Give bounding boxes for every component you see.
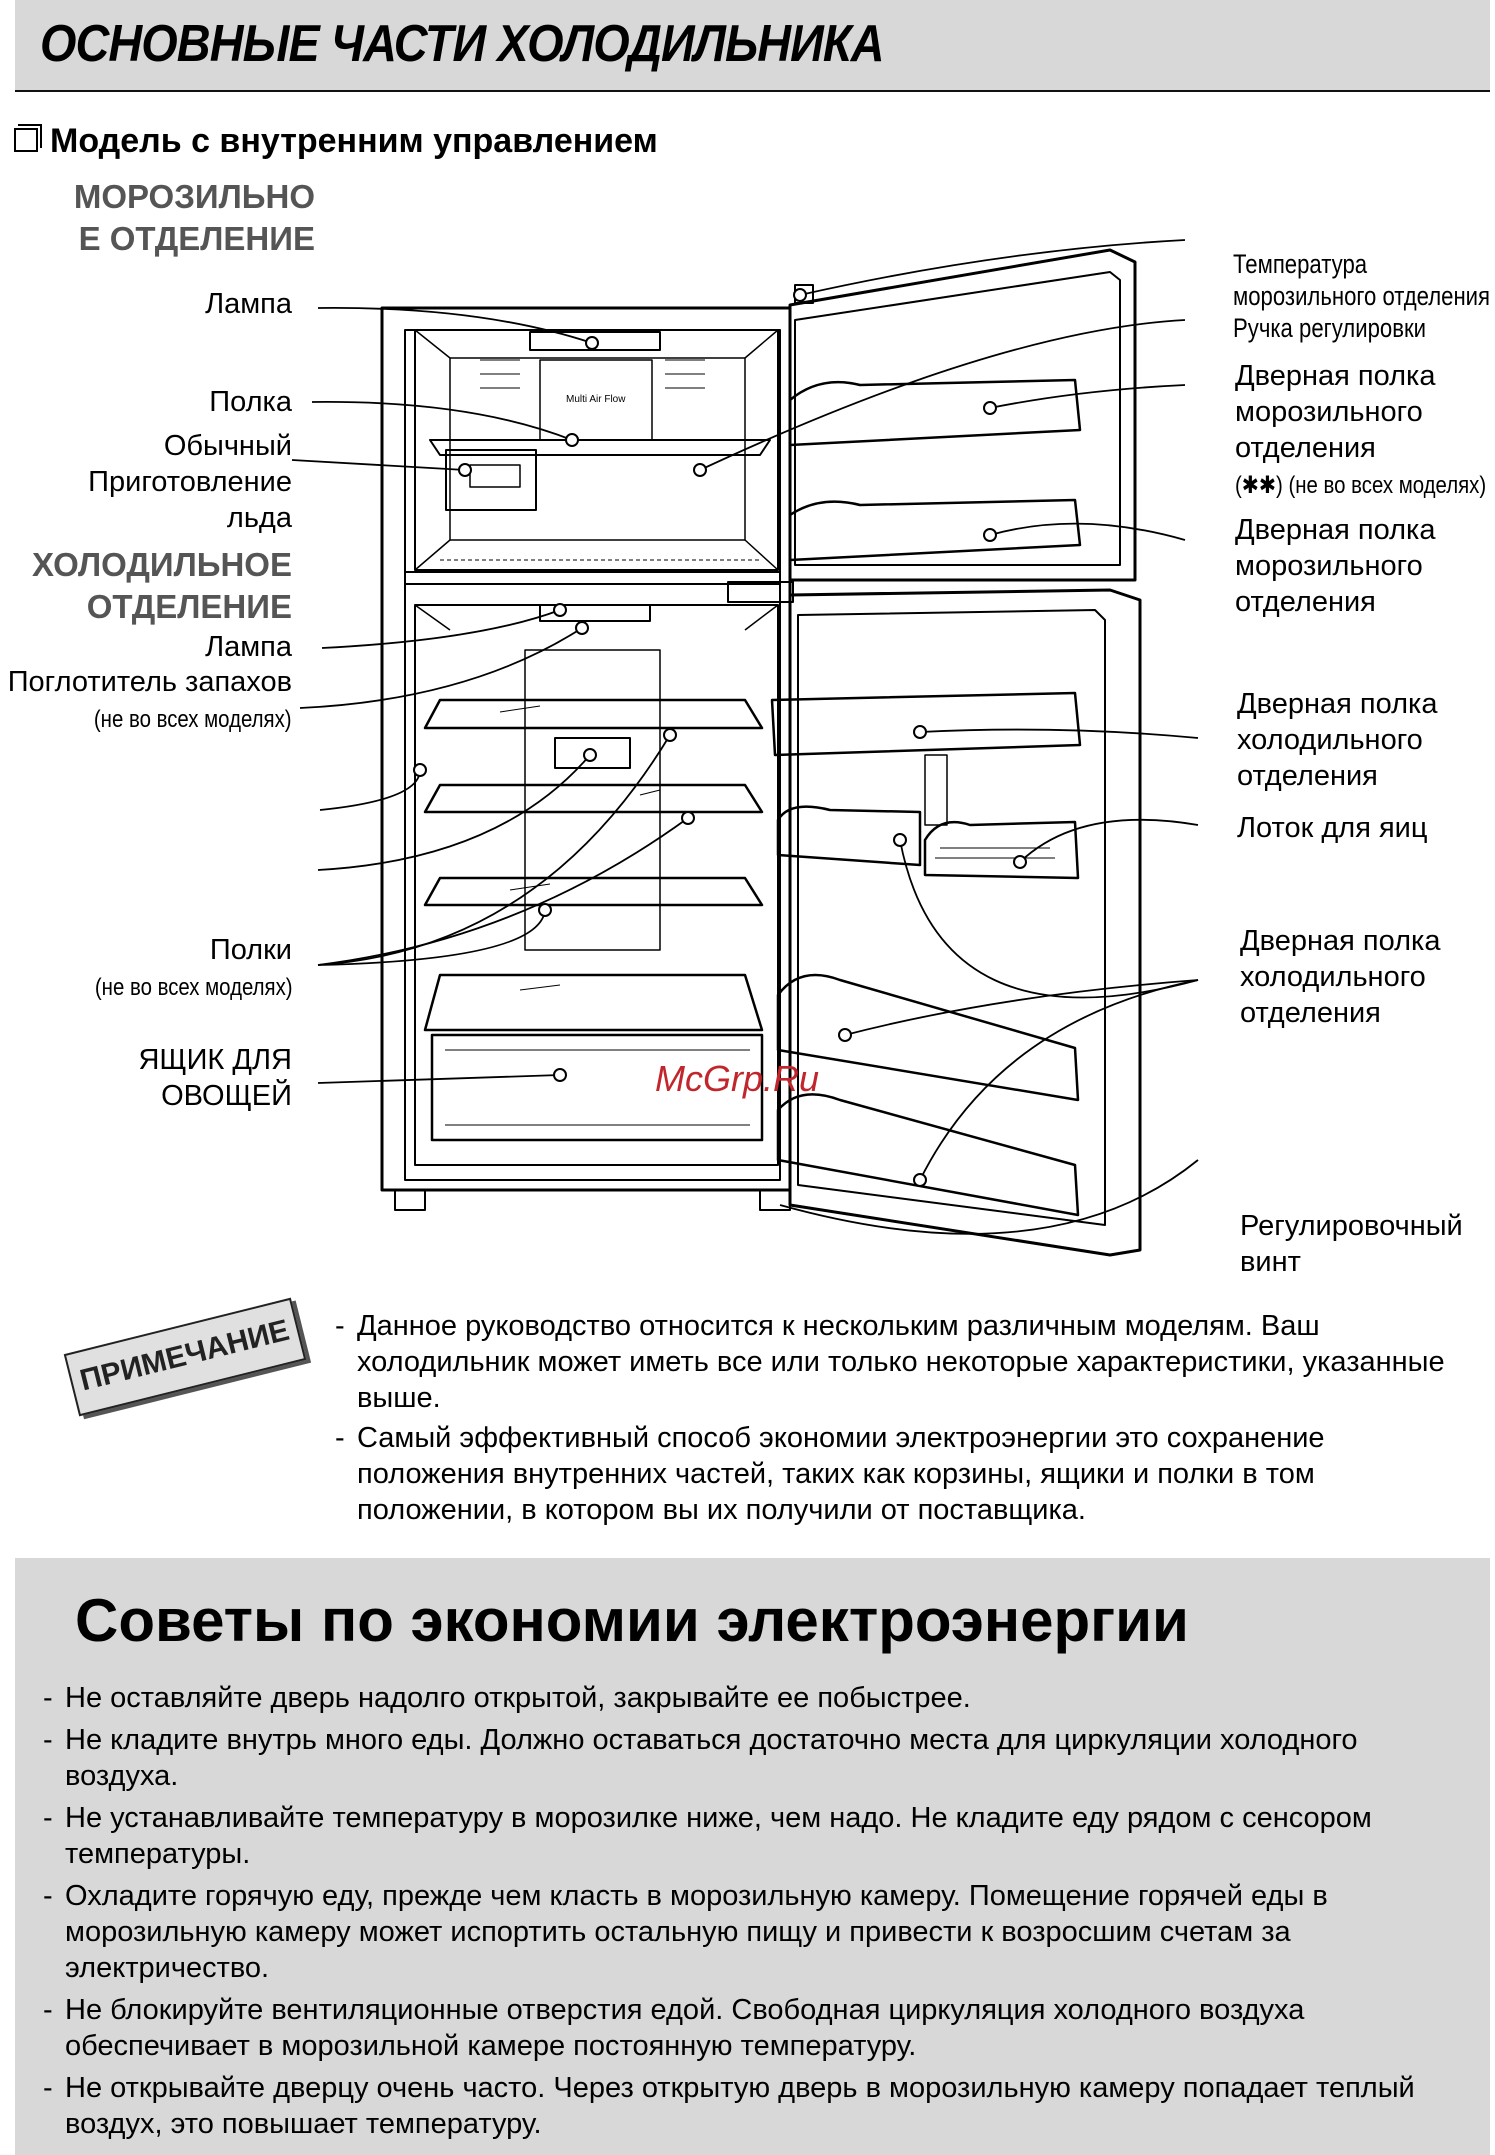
temperature-line-3: Ручка регулировки (1233, 313, 1427, 343)
ice-maker-line-3: льда (226, 502, 292, 534)
odor-filter-note: (не во всех моделях) (94, 706, 292, 733)
crisper-line-2: ОВОЩЕЙ (161, 1080, 292, 1112)
fridge-section-label: ХОЛОДИЛЬНОЕ ОТДЕЛЕНИЕ (0, 544, 292, 628)
fr-door-1-line-1: Дверная полка (1237, 688, 1438, 720)
airflow-label: Multi Air Flow (566, 394, 626, 405)
fz-door-2-line-1: Дверная полка (1235, 514, 1436, 546)
freezer-door-shelf-1-label: Дверная полка морозильного отделения (✱✱… (1235, 358, 1495, 504)
glass-shelf-3 (423, 876, 764, 907)
note-item: Самый эффективный способ экономии электр… (335, 1420, 1475, 1528)
fr-door-2-line-3: отделения (1240, 997, 1381, 1029)
page-title: ОСНОВНЫЕ ЧАСТИ ХОЛОДИЛЬНИКА (40, 15, 885, 73)
fr-door-1-line-3: отделения (1237, 760, 1378, 792)
tip-item: Охладите горячую еду, прежде чем класть … (43, 1878, 1473, 1986)
fridge-section-line-1: ХОЛОДИЛЬНОЕ (31, 546, 292, 583)
shelves-note: (не во всех моделях) (94, 974, 293, 1001)
energy-tips-list: Не оставляйте дверь надолго открытой, за… (43, 1680, 1473, 2148)
freezer-door-shelf-2-label: Дверная полка морозильного отделения (1235, 512, 1435, 620)
shelves-label: Полки (не во всех моделях) (60, 932, 293, 1006)
glass-shelf-2 (423, 783, 764, 814)
crisper-line-1: ЯЩИК ДЛЯ (138, 1044, 292, 1076)
energy-tips-panel: Советы по экономии электроэнергии Не ост… (15, 1558, 1490, 2155)
egg-tray-label: Лоток для яиц (1237, 812, 1428, 844)
note-badge-text: ПРИМЕЧАНИЕ (76, 1313, 293, 1398)
fridge-back-wall (524, 649, 661, 951)
freezer-door-shelf-2 (788, 498, 1082, 562)
freezer-section-line-1: МОРОЗИЛЬНО (73, 178, 315, 215)
screw-line-2: винт (1240, 1246, 1301, 1278)
shelves-text: Полки (209, 934, 292, 966)
odor-filter-label: Поглотитель запахов (не во всех моделях) (0, 664, 292, 738)
ice-tray (445, 449, 537, 511)
freezer-door-shelf-1 (788, 378, 1082, 447)
temperature-control-label: Температура морозильного отделения Ручка… (1233, 248, 1495, 344)
fz-door-1-line-2: морозильного (1235, 396, 1423, 428)
freezer-section-line-2: Е ОТДЕЛЕНИЕ (78, 220, 315, 257)
tip-item: Не оставляйте дверь надолго открытой, за… (43, 1680, 1473, 1716)
freezer-door (788, 248, 1137, 582)
odor-filter (554, 737, 631, 769)
tip-item: Не кладите внутрь много еды. Должно оста… (43, 1722, 1473, 1794)
checkbox-bullet-icon (14, 128, 38, 153)
page-header: ОСНОВНЫЕ ЧАСТИ ХОЛОДИЛЬНИКА (15, 0, 1490, 92)
ice-maker-line-1: Обычный (163, 430, 292, 462)
crisper-cover (423, 973, 764, 1032)
freezer-shelf (429, 439, 771, 456)
tip-item: Не блокируйте вентиляционные отверстия е… (43, 1992, 1473, 2064)
fridge-door-shelf-2-label: Дверная полка холодильного отделения (1240, 923, 1440, 1031)
fridge-lamp (539, 604, 651, 622)
fridge-door-bin-4 (776, 1093, 1080, 1217)
watermark: McGrp.Ru (655, 1058, 820, 1099)
freezer-section-label: МОРОЗИЛЬНО Е ОТДЕЛЕНИЕ (40, 176, 315, 260)
subtitle-text: Модель с внутренним управлением (50, 122, 658, 160)
note-item: Данное руководство относится к нескольки… (335, 1308, 1475, 1416)
fridge-door (788, 588, 1142, 1257)
note-badge: ПРИМЕЧАНИЕ (63, 1297, 307, 1417)
tip-item: Не открывайте дверцу очень часто. Через … (43, 2070, 1473, 2142)
fz-door-2-line-2: морозильного (1235, 550, 1423, 582)
fridge-lamp-label: Лампа (205, 631, 292, 663)
fridge-door-bin-1 (770, 691, 1082, 757)
fridge-diagram: Multi Air Flow (291, 239, 1199, 1257)
leveling-screw-label: Регулировочный винт (1240, 1208, 1463, 1280)
control-panel (727, 581, 794, 603)
section-subtitle: Модель с внутренним управлением (14, 122, 658, 161)
note-list: Данное руководство относится к нескольки… (335, 1308, 1475, 1532)
tip-item: Не устанавливайте температуру в морозилк… (43, 1800, 1473, 1872)
freezer-lamp-cover (529, 331, 661, 351)
crisper-drawer (430, 1033, 764, 1142)
fr-door-2-line-2: холодильного (1240, 961, 1426, 993)
fz-door-1-line-3: отделения (1235, 432, 1376, 464)
freezer-shelf-label: Полка (209, 386, 292, 418)
front-foot-left (394, 1189, 426, 1211)
crisper-label: ЯЩИК ДЛЯ ОВОЩЕЙ (60, 1042, 292, 1114)
screw-line-1: Регулировочный (1240, 1210, 1463, 1242)
fz-door-2-line-3: отделения (1235, 586, 1376, 618)
glass-shelf-1 (423, 698, 764, 730)
fridge-door-bin-2a (776, 805, 922, 867)
fridge-door-shelf-1-label: Дверная полка холодильного отделения (1237, 686, 1437, 794)
fridge-section-line-2: ОТДЕЛЕНИЕ (86, 588, 292, 625)
temperature-line-1: Температура (1233, 249, 1368, 279)
odor-filter-text: Поглотитель запахов (7, 666, 292, 698)
fr-door-1-line-2: холодильного (1237, 724, 1423, 756)
temperature-line-2: морозильного отделения (1233, 281, 1491, 311)
freezer-lamp-label: Лампа (205, 288, 292, 320)
ice-maker-label: Обычный Приготовление льда (40, 428, 292, 536)
fridge-compartment (414, 604, 779, 1166)
egg-tray (923, 820, 1080, 880)
fridge-door-bin-3 (776, 973, 1080, 1102)
ice-maker-line-2: Приготовление (88, 466, 292, 498)
fz-door-1-note: (✱✱) (не во всех моделях) (1235, 472, 1487, 499)
fr-door-2-line-1: Дверная полка (1240, 925, 1441, 957)
energy-tips-title: Советы по экономии электроэнергии (75, 1587, 1189, 1654)
fz-door-1-line-1: Дверная полка (1235, 360, 1436, 392)
compartment-divider (404, 571, 781, 585)
